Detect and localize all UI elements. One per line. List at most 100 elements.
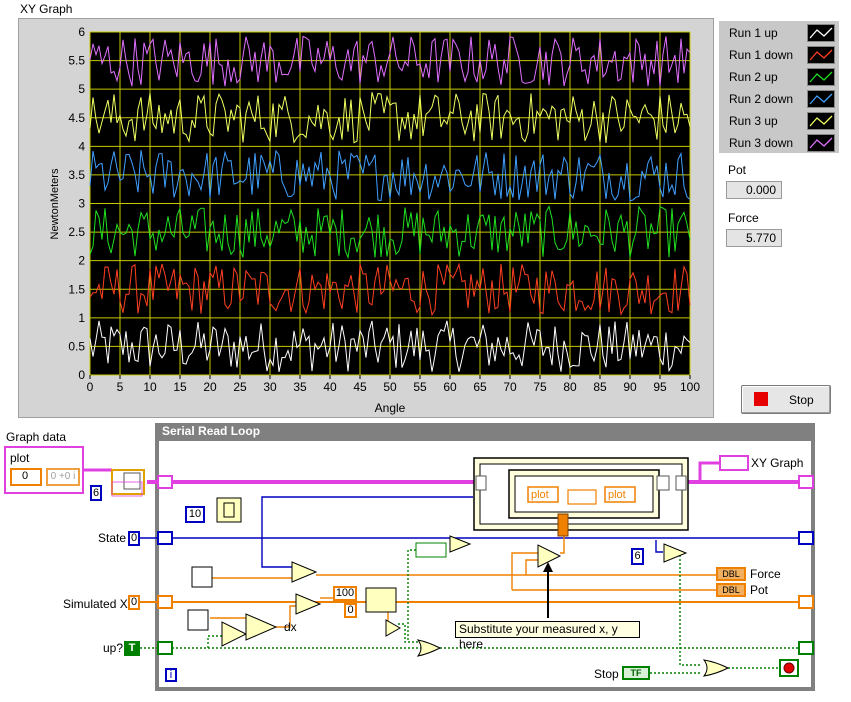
up-control[interactable]: T — [124, 641, 140, 656]
x-tick-label: 5 — [117, 380, 124, 394]
random-dice-icon[interactable] — [191, 566, 213, 588]
dx-label: dx — [284, 620, 297, 634]
y-tick-label: 2 — [78, 254, 85, 268]
legend-item[interactable]: Run 3 up — [723, 111, 835, 131]
graph-data-cluster[interactable]: plot 0 0 +0 i — [4, 446, 84, 494]
legend-item[interactable]: Run 2 down — [723, 89, 835, 109]
x-tick-label: 0 — [87, 380, 94, 394]
plot-legend[interactable]: Run 1 up Run 1 down Run 2 up Run 2 down … — [719, 21, 839, 153]
wait-ms-node[interactable] — [216, 497, 242, 523]
multiply-node[interactable] — [245, 613, 278, 641]
bool-wire — [398, 623, 420, 643]
stop-button-label: Stop — [789, 393, 814, 407]
scale-node[interactable] — [221, 621, 248, 647]
constant-100[interactable]: 100 — [333, 586, 357, 601]
y-axis-label: NewtonMeters — [49, 168, 61, 239]
series-line-run-1-up — [89, 320, 691, 373]
complex-constant: 0 +0 i — [46, 468, 80, 486]
constant-6[interactable]: 6 — [631, 548, 644, 565]
legend-item[interactable]: Run 1 down — [723, 45, 835, 65]
x-tick-label: 50 — [383, 380, 397, 394]
plot-label: plot — [10, 451, 30, 465]
plot-node-2[interactable] — [604, 486, 636, 503]
y-tick-label: 4 — [78, 139, 85, 153]
x-tick-label: 45 — [353, 380, 367, 394]
or-node[interactable] — [702, 659, 730, 677]
x-tick-label: 85 — [593, 380, 607, 394]
legend-swatch — [807, 68, 835, 86]
x-tick-label: 65 — [473, 380, 487, 394]
legend-item[interactable]: Run 3 down — [723, 133, 835, 153]
stop-terminal[interactable]: TF — [622, 666, 650, 680]
y-tick-label: 1 — [78, 311, 85, 325]
cluster-wire — [698, 461, 720, 482]
series-line-run-2-down — [89, 149, 691, 202]
simulated-x-control[interactable]: 0 — [128, 595, 140, 610]
add-node[interactable] — [295, 593, 322, 615]
x-tick-label: 35 — [293, 380, 307, 394]
random-dice-icon[interactable] — [187, 609, 209, 631]
tunnel — [675, 475, 687, 491]
state-wire — [261, 538, 292, 568]
y-tick-label: 0.5 — [68, 339, 85, 353]
legend-item[interactable]: Run 2 up — [723, 67, 835, 87]
x-tick-label: 40 — [323, 380, 337, 394]
bundle-node[interactable] — [537, 544, 562, 568]
y-tick-label: 6 — [78, 25, 85, 39]
xy-graph-terminal-label: XY Graph — [751, 456, 804, 470]
x-tick-label: 70 — [503, 380, 517, 394]
legend-swatch — [807, 24, 835, 42]
or-node[interactable] — [416, 639, 442, 657]
shift-register-right — [798, 475, 814, 489]
series-line-run-1-down — [89, 262, 691, 317]
state-label: State — [98, 531, 127, 545]
force-terminal[interactable]: DBL — [716, 567, 746, 581]
select-node[interactable] — [365, 587, 397, 613]
y-tick-label: 5 — [78, 82, 85, 96]
state-control[interactable]: 0 — [128, 531, 140, 546]
bool-wire — [679, 555, 700, 666]
x-shift-right — [798, 595, 814, 609]
legend-label: Run 2 up — [729, 70, 778, 84]
pot-label: Pot — [728, 163, 747, 177]
count-constant[interactable]: 6 — [90, 485, 102, 501]
legend-label: Run 2 down — [729, 92, 794, 106]
dx-wire — [276, 605, 296, 628]
bool-to-num-node[interactable] — [415, 542, 447, 558]
plot-index-control[interactable]: 0 — [10, 468, 42, 486]
add-node[interactable] — [291, 561, 318, 583]
pot-indicator: 0.000 — [726, 181, 782, 199]
stop-button[interactable]: Stop — [741, 385, 831, 414]
constant-0[interactable]: 0 — [344, 603, 357, 618]
x-shift-left — [157, 595, 173, 609]
x-tick-label: 80 — [563, 380, 577, 394]
stop-terminal-label: Stop — [594, 667, 619, 681]
insert-node[interactable] — [567, 489, 597, 505]
force-wire — [525, 559, 540, 575]
x-tick-label: 30 — [263, 380, 277, 394]
y-ticks: 00.511.522.533.544.555.56 — [68, 25, 85, 382]
array-icon — [123, 472, 141, 490]
graph-title: XY Graph — [20, 2, 73, 16]
greater-node[interactable] — [663, 543, 688, 563]
xy-graph-terminal[interactable] — [719, 455, 749, 471]
legend-item[interactable]: Run 1 up — [723, 23, 835, 43]
y-tick-label: 3.5 — [68, 168, 85, 182]
x-tick-label: 75 — [533, 380, 547, 394]
legend-label: Run 3 up — [729, 114, 778, 128]
pot-terminal[interactable]: DBL — [716, 583, 746, 597]
case-selector[interactable] — [557, 513, 569, 537]
cluster-box — [111, 481, 143, 497]
y-tick-label: 2.5 — [68, 225, 85, 239]
watch-icon — [223, 502, 235, 518]
bool-shift-left — [157, 641, 173, 655]
plot-node-1[interactable] — [527, 486, 559, 503]
y-tick-label: 3 — [78, 197, 85, 211]
state-wire — [655, 540, 663, 553]
wait-constant[interactable]: 10 — [185, 506, 205, 523]
y-tick-label: 1.5 — [68, 282, 85, 296]
add-node[interactable] — [449, 535, 472, 553]
plot-node-2-label: plot — [608, 489, 626, 501]
compare-node[interactable] — [385, 619, 402, 637]
